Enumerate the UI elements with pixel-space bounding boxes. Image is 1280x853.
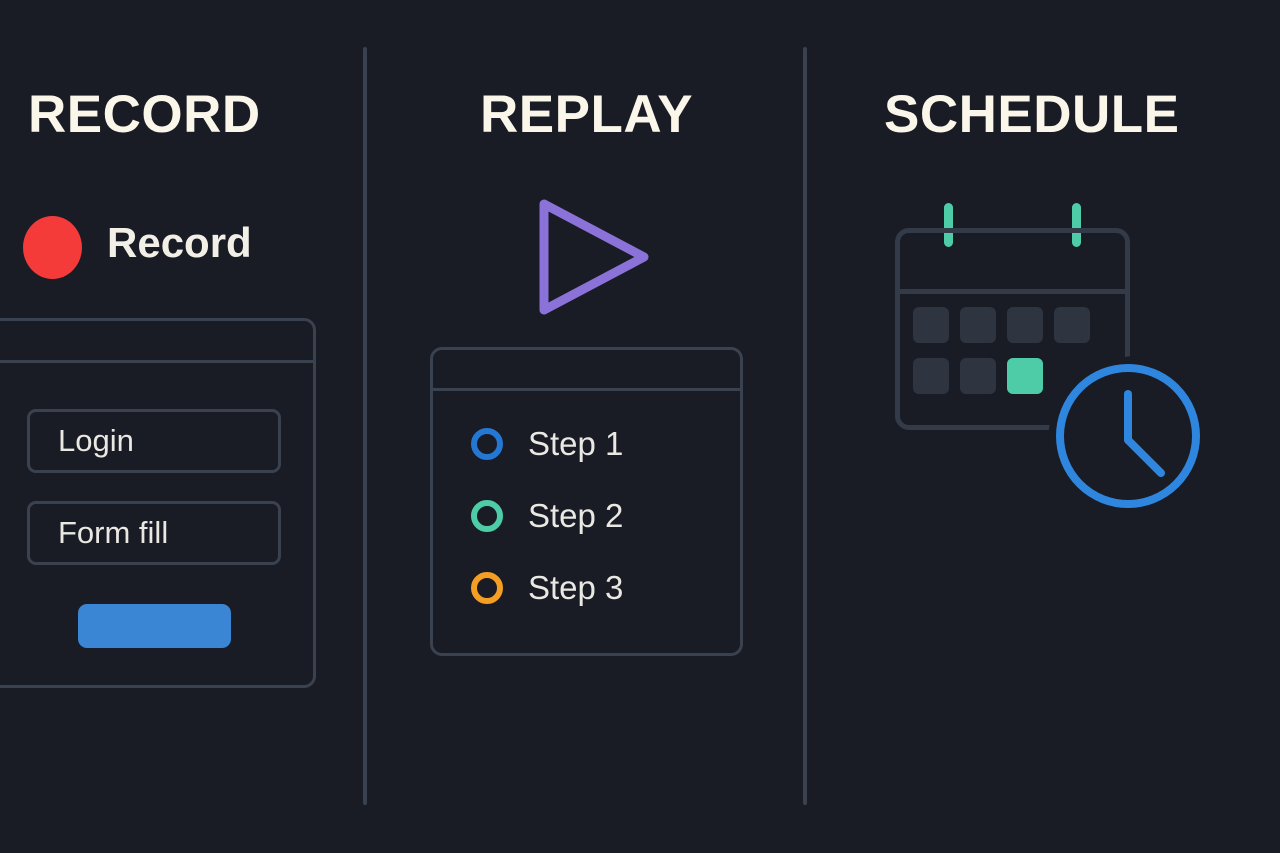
column-heading-replay: REPLAY — [480, 85, 694, 144]
calendar-peg-left-icon — [944, 203, 953, 247]
calendar-cell[interactable] — [913, 307, 949, 343]
column-heading-schedule: SCHEDULE — [884, 85, 1180, 144]
play-triangle-icon[interactable] — [528, 190, 658, 325]
record-field-form-fill[interactable]: Form fill — [27, 501, 281, 565]
window-titlebar — [0, 321, 313, 363]
list-item[interactable]: Step 1 — [471, 408, 740, 480]
step-label: Step 2 — [528, 497, 624, 534]
clock-icon — [1056, 364, 1200, 508]
calendar-header-rule — [895, 289, 1130, 294]
replay-steps-card: Step 1 Step 2 Step 3 — [430, 347, 743, 656]
record-field-login[interactable]: Login — [27, 409, 281, 473]
list-item[interactable]: Step 2 — [471, 480, 740, 552]
calendar-cell-selected[interactable] — [1007, 358, 1043, 394]
column-divider-1 — [363, 47, 367, 805]
step-status-ring-icon — [471, 572, 503, 604]
replay-card-titlebar — [433, 350, 740, 391]
step-status-ring-icon — [471, 428, 503, 460]
replay-steps-list: Step 1 Step 2 Step 3 — [471, 408, 740, 624]
calendar-cell[interactable] — [1054, 307, 1090, 343]
calendar-frame-icon — [895, 228, 1130, 430]
step-status-ring-icon — [471, 500, 503, 532]
record-status-dot-icon — [23, 216, 82, 279]
step-label: Step 3 — [528, 569, 624, 606]
calendar-peg-right-icon — [1072, 203, 1081, 247]
schedule-calendar-clock-graphic — [880, 190, 1228, 526]
list-item[interactable]: Step 3 — [471, 552, 740, 624]
calendar-cell[interactable] — [913, 358, 949, 394]
record-submit-button[interactable] — [78, 604, 231, 648]
column-heading-record: RECORD — [28, 85, 261, 144]
step-label: Step 1 — [528, 425, 624, 462]
record-browser-window-mock: Login Form fill — [0, 318, 316, 688]
record-status-label: Record — [107, 219, 252, 266]
calendar-cell[interactable] — [960, 307, 996, 343]
column-divider-2 — [803, 47, 807, 805]
calendar-cell[interactable] — [960, 358, 996, 394]
calendar-cell[interactable] — [1007, 307, 1043, 343]
